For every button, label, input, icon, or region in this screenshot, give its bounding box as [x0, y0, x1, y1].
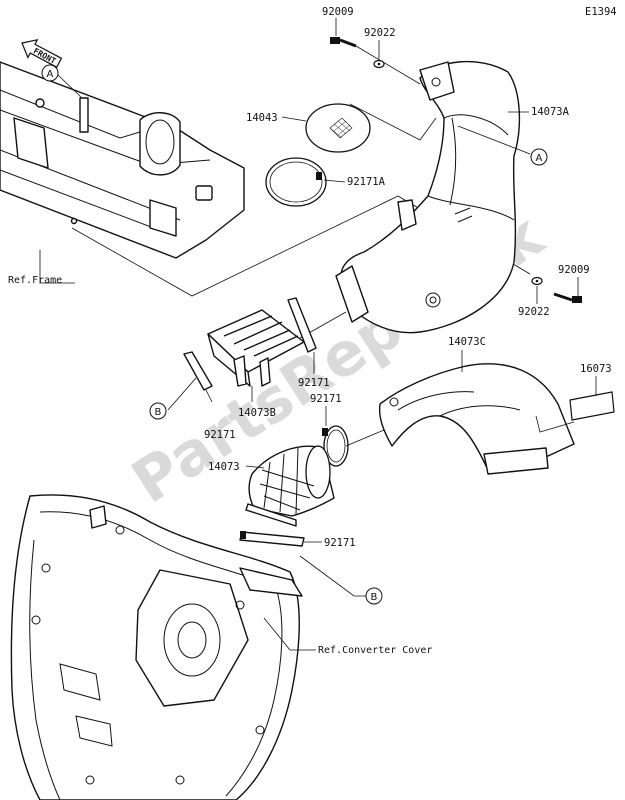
label-14073: 14073: [208, 461, 240, 473]
callout-a-top: A: [41, 64, 59, 82]
upper-intake-duct: [335, 60, 521, 334]
clamp-92171A: [265, 157, 327, 207]
svg-text:A: A: [47, 69, 54, 80]
bolt-92009-right-icon: [553, 292, 582, 303]
label-14073A: 14073A: [531, 106, 570, 118]
label-92171-left: 92171: [204, 429, 236, 441]
label-14043: 14043: [246, 112, 278, 124]
boot-14073B: [207, 309, 305, 387]
label-92022-top: 92022: [364, 27, 396, 39]
clamp-92171-mid: [287, 297, 317, 353]
callout-b-left: B: [149, 402, 167, 420]
svg-text:B: B: [371, 592, 378, 603]
callout-a-right: A: [530, 148, 548, 166]
svg-text:B: B: [155, 407, 162, 418]
callout-b-bottom: B: [365, 587, 383, 605]
clamp-92171-bottom: [239, 531, 305, 547]
label-14073B: 14073B: [238, 407, 276, 419]
ref-frame-label: Ref.Frame: [8, 275, 62, 286]
washer-92022-top-icon: [373, 59, 385, 69]
diagram-code: E1394: [585, 6, 617, 18]
label-92009-right: 92009: [558, 264, 590, 276]
svg-text:A: A: [536, 153, 543, 164]
label-92171A: 92171A: [347, 176, 386, 188]
label-92009-top: 92009: [322, 6, 354, 18]
label-92171-mid: 92171: [298, 377, 330, 389]
label-92171-mid2: 92171: [310, 393, 342, 405]
washer-92022-right-icon: [531, 276, 543, 286]
label-16073: 16073: [580, 363, 612, 375]
duct-14073C: [378, 363, 575, 475]
elbow-duct-14073: [245, 445, 335, 527]
clamp-ring-icon: [322, 425, 349, 467]
ref-converter-cover-drawing: [10, 494, 303, 800]
label-92171-bottom: 92171: [324, 537, 356, 549]
ref-converter-cover-label: Ref.Converter Cover: [318, 645, 432, 656]
front-arrow-icon: FRONT: [21, 38, 63, 68]
label-92022-right: 92022: [518, 306, 550, 318]
label-sticker-16073: [569, 391, 615, 421]
bolt-92009-top-icon: [330, 37, 357, 48]
clamp-92171-left: [183, 351, 213, 391]
ref-frame-drawing: [0, 61, 245, 259]
screen-14043: [305, 103, 371, 153]
label-14073C: 14073C: [448, 336, 486, 348]
